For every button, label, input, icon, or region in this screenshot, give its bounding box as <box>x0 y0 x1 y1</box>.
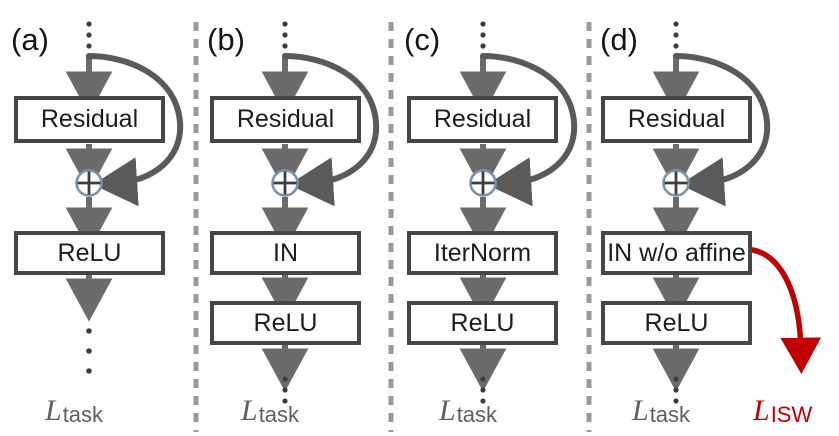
block-residual-b[interactable]: Residual <box>210 96 361 143</box>
block-label: IN w/o affine <box>607 238 746 267</box>
block-label: Residual <box>236 105 335 133</box>
top-dots-a <box>86 21 92 49</box>
skip-connection-curve <box>480 53 578 207</box>
block-label: Residual <box>433 105 532 133</box>
block-label: IterNorm <box>433 238 532 267</box>
skip-connection-curve <box>673 53 771 207</box>
block-label: ReLU <box>644 308 709 337</box>
loss-label-task-c: Ltask <box>439 396 497 426</box>
add-node-a <box>75 169 103 197</box>
block-in-b[interactable]: IN <box>210 231 361 275</box>
add-node-c <box>469 169 497 197</box>
loss-symbol: L <box>241 394 258 427</box>
panel-a-flow <box>65 21 184 374</box>
block-residual-c[interactable]: Residual <box>407 96 558 143</box>
panel-label-a: (a) <box>11 22 49 57</box>
loss-symbol: L <box>753 394 770 427</box>
block-iternorm-c[interactable]: IterNorm <box>407 231 558 275</box>
loss-label-isw-d: LISW <box>753 396 812 426</box>
panel-label-c: (c) <box>404 22 441 57</box>
block-label: ReLU <box>57 238 122 267</box>
loss-subscript: task <box>62 402 104 427</box>
panel-d-flow <box>652 21 822 404</box>
block-residual-d[interactable]: Residual <box>601 96 752 143</box>
bottom-dots-d <box>673 376 679 404</box>
block-label: ReLU <box>450 308 515 337</box>
block-relu-d[interactable]: ReLU <box>601 301 752 345</box>
panel-label-d: (d) <box>600 22 638 57</box>
block-relu-a[interactable]: ReLU <box>14 231 165 275</box>
bottom-dots-c <box>480 376 486 404</box>
add-node-b <box>271 169 299 197</box>
skip-connection-curve <box>86 53 184 207</box>
panel-label-b: (b) <box>207 22 245 57</box>
loss-subscript: task <box>258 402 300 427</box>
loss-label-task-a: Ltask <box>45 396 103 426</box>
loss-label-task-d: Ltask <box>632 396 690 426</box>
panel-separators <box>193 22 592 432</box>
block-in-wo-affine-d[interactable]: IN w/o affine <box>601 231 752 275</box>
loss-symbol: L <box>45 394 62 427</box>
loss-subscript: ISW <box>770 402 813 427</box>
panel-b-flow <box>261 21 380 404</box>
block-label: Residual <box>40 105 139 133</box>
add-node-d <box>662 169 690 197</box>
loss-subscript: task <box>456 402 498 427</box>
panel-c-flow <box>459 21 578 404</box>
loss-label-task-b: Ltask <box>241 396 299 426</box>
top-dots-d <box>673 21 679 49</box>
top-dots-b <box>282 21 288 49</box>
block-label: ReLU <box>253 308 318 337</box>
top-dots-c <box>480 21 486 49</box>
bottom-dots-a <box>86 328 92 374</box>
skip-connection-curve <box>282 53 380 207</box>
loss-subscript: task <box>649 402 691 427</box>
block-label: Residual <box>627 105 726 133</box>
block-relu-c[interactable]: ReLU <box>407 301 558 345</box>
block-label: IN <box>273 238 298 267</box>
isw-loss-arrow <box>750 247 822 374</box>
block-residual-a[interactable]: Residual <box>14 96 165 143</box>
bottom-dots-b <box>282 376 288 404</box>
loss-symbol: L <box>439 394 456 427</box>
block-relu-b[interactable]: ReLU <box>210 301 361 345</box>
loss-symbol: L <box>632 394 649 427</box>
